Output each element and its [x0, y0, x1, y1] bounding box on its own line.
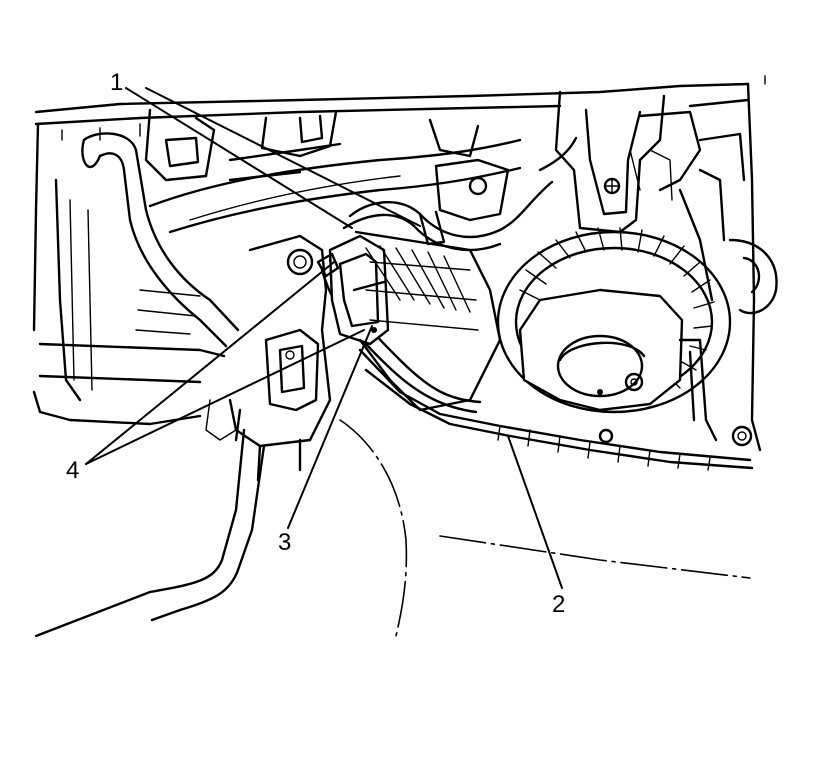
callouts: 1 2 3 4 [66, 69, 565, 618]
right-housing [629, 149, 778, 315]
upper-brackets [144, 90, 702, 234]
blower-motor [518, 288, 753, 447]
callout-4: 4 [66, 457, 79, 484]
pedal-arm [34, 399, 266, 638]
leader-1b [145, 87, 421, 227]
leader-3 [287, 325, 373, 529]
leader-4a [85, 261, 335, 465]
pedal-bracket [228, 234, 332, 482]
callout-2: 2 [552, 591, 565, 618]
floor-outline [339, 419, 751, 637]
blower-housing [354, 230, 754, 471]
callout-1: 1 [110, 69, 123, 96]
instrument-panel-frame [32, 75, 766, 452]
callout-3: 3 [278, 529, 291, 556]
leader-1 [125, 87, 353, 229]
leader-2 [507, 435, 563, 589]
leader-4b [85, 329, 365, 465]
left-duct [38, 132, 240, 402]
callout-leaders [85, 87, 563, 589]
